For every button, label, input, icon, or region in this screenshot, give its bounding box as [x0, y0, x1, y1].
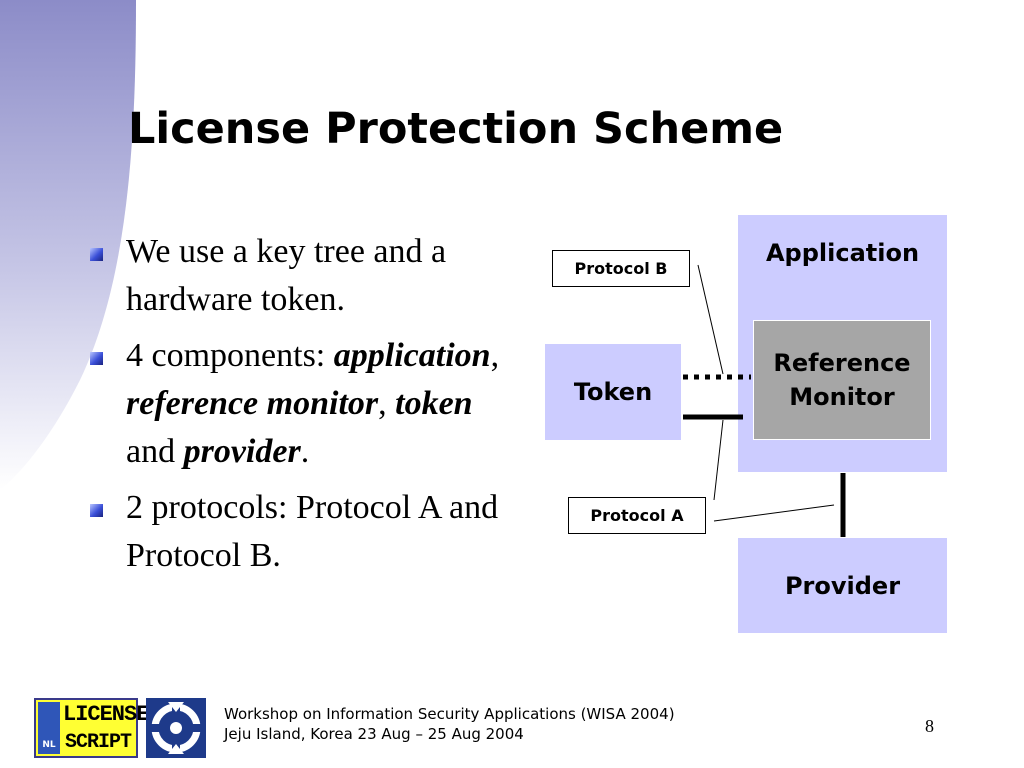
- token-label: Token: [573, 378, 653, 406]
- protocol-b-label: Protocol B: [574, 259, 668, 278]
- bullet-text-prefix: 4 components:: [126, 337, 334, 374]
- separator: ,: [378, 385, 396, 422]
- term-reference-monitor: reference monitor: [126, 385, 379, 422]
- square-bullet-icon: [90, 504, 103, 517]
- protocol-a-box: Protocol A: [568, 497, 706, 534]
- reference-monitor-label: Reference Monitor: [773, 349, 911, 411]
- bullet-item: 4 components: application, reference mon…: [90, 332, 520, 476]
- footer-line-2: Jeju Island, Korea 23 Aug – 25 Aug 2004: [224, 725, 524, 743]
- conjunction: and: [126, 433, 184, 470]
- bullet-list: We use a key tree and a hardware token. …: [90, 228, 520, 588]
- reference-monitor-box: Reference Monitor: [753, 320, 931, 440]
- footer-line-1: Workshop on Information Security Applica…: [224, 705, 675, 723]
- logo-license-word: LICENSE: [63, 702, 149, 727]
- circular-arrows-emblem-icon: [146, 698, 206, 758]
- bullet-item: We use a key tree and a hardware token.: [90, 228, 520, 324]
- bullet-item: 2 protocols: Protocol A and Protocol B.: [90, 484, 520, 580]
- square-bullet-icon: [90, 248, 103, 261]
- bullet-text: 2 protocols: Protocol A and Protocol B.: [126, 489, 499, 574]
- protocol-a-pointer-token: [713, 419, 724, 501]
- application-label: Application: [765, 239, 920, 267]
- term-provider: provider: [183, 433, 301, 470]
- provider-label: Provider: [784, 571, 901, 600]
- page-number: 8: [925, 716, 934, 736]
- footer-text: Workshop on Information Security Applica…: [224, 704, 675, 744]
- term-application: application: [333, 337, 491, 374]
- slide-title: License Protection Scheme: [128, 104, 784, 154]
- period: .: [300, 433, 310, 470]
- provider-box: Provider: [738, 538, 947, 633]
- term-token: token: [395, 385, 473, 422]
- protocol-b-pointer: [697, 264, 724, 375]
- logo-nl-badge: NL: [38, 702, 60, 754]
- protocol-b-box: Protocol B: [552, 250, 690, 287]
- square-bullet-icon: [90, 352, 103, 365]
- bullet-text: We use a key tree and a hardware token.: [126, 233, 447, 318]
- logo-script-word: SCRIPT: [65, 731, 132, 754]
- left-decorative-swoosh: [0, 0, 136, 490]
- protocol-a-pointer-provider: [713, 504, 835, 522]
- protocol-a-label: Protocol A: [590, 506, 684, 525]
- separator: ,: [490, 337, 500, 374]
- token-box: Token: [545, 344, 681, 440]
- license-script-logo: NL LICENSE SCRIPT: [34, 698, 149, 758]
